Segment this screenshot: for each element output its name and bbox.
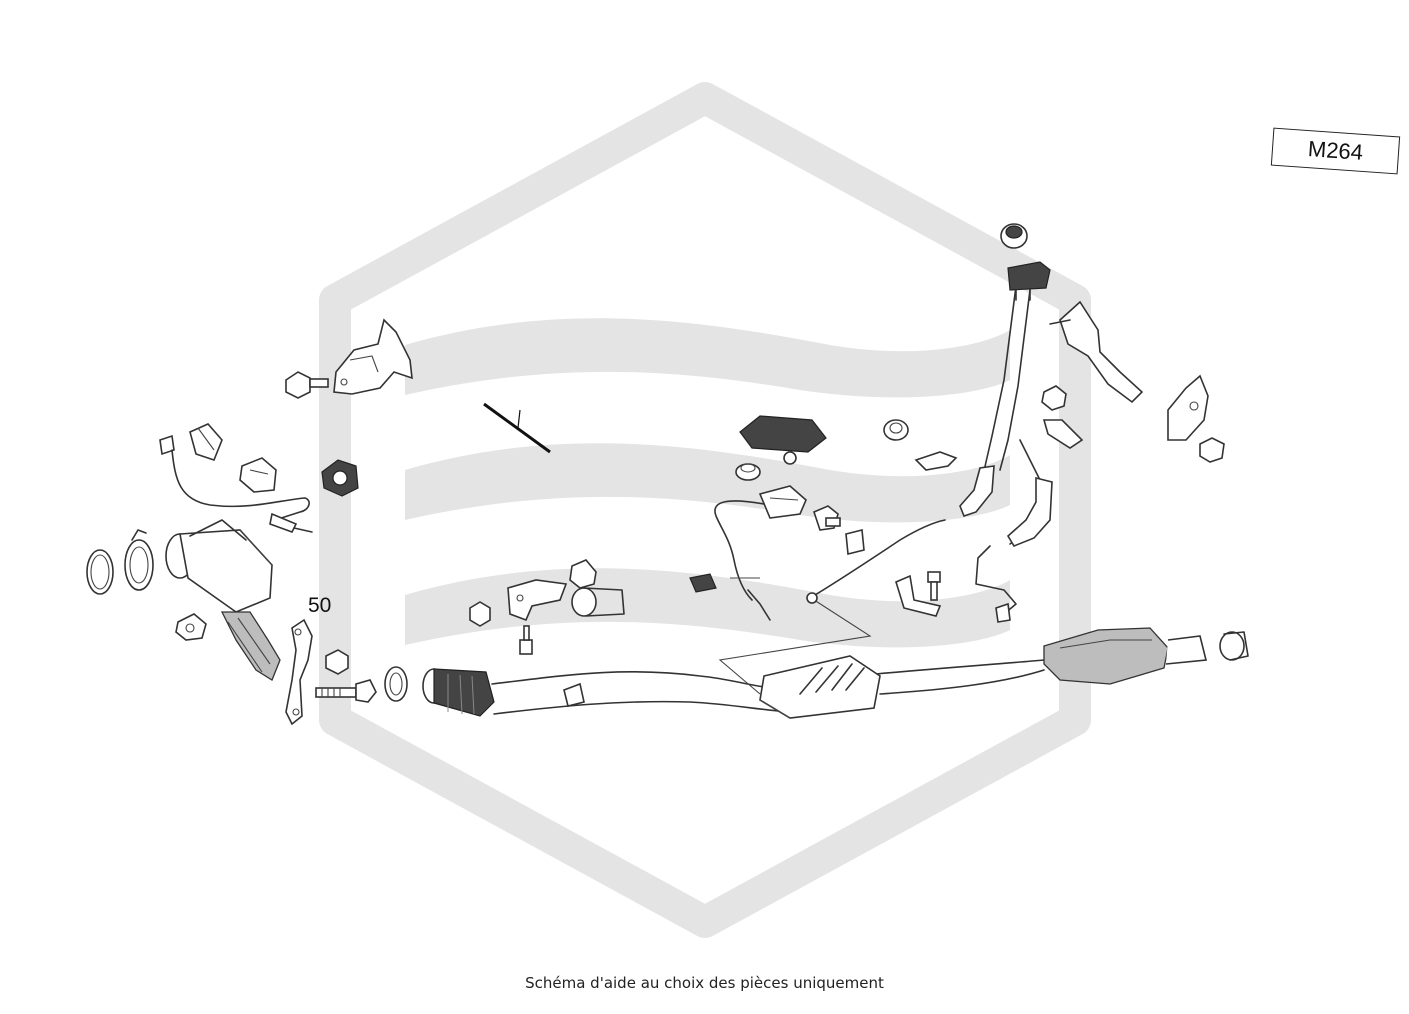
oxygen-sensor-part[interactable] — [159, 434, 313, 533]
main-exhaust-pipe-part[interactable] — [491, 659, 1045, 715]
angle-bracket-part[interactable] — [507, 579, 568, 622]
sensor-boss-part[interactable] — [571, 587, 625, 617]
sensor-grommet-part[interactable] — [1000, 223, 1028, 249]
hex-nut-part[interactable] — [1041, 385, 1067, 411]
nut-part[interactable] — [175, 613, 207, 641]
pressure-line-part[interactable] — [975, 439, 1053, 615]
center-catalytic-converter-part[interactable] — [759, 655, 881, 719]
pipe-connector-part[interactable] — [995, 602, 1011, 623]
nox-control-unit-part[interactable] — [739, 415, 827, 465]
part-callout-number[interactable]: 50 — [308, 594, 332, 617]
v-band-clamp-part[interactable] — [124, 529, 154, 591]
heat-shield-bracket-part[interactable] — [285, 618, 313, 726]
washer-plate-part[interactable] — [1042, 419, 1084, 449]
rear-bolt-part[interactable] — [1199, 437, 1225, 463]
sensor-adapter-part[interactable] — [569, 559, 597, 589]
hexagon-logo-watermark-icon — [319, 82, 1091, 938]
screw-part[interactable] — [519, 625, 533, 655]
nox-sensor-module-part[interactable] — [758, 485, 807, 519]
plug-connector-part[interactable] — [689, 573, 717, 593]
flexible-pipe-part[interactable] — [422, 668, 495, 717]
small-nut-part[interactable] — [469, 601, 491, 627]
pressure-sensor-part[interactable] — [1007, 261, 1051, 301]
nox-sensor-cable-part[interactable] — [714, 500, 771, 621]
pipe-hanger-part[interactable] — [563, 682, 585, 707]
pipe-gasket-part[interactable] — [384, 666, 408, 702]
stud-bolt-part[interactable] — [315, 679, 377, 703]
reference-line-part — [483, 402, 551, 454]
tailpipe-clamp-part[interactable] — [1219, 631, 1249, 661]
hex-bolt-part[interactable] — [285, 371, 329, 399]
rubber-mount-part[interactable] — [321, 459, 359, 497]
sensor-connector-part[interactable] — [189, 423, 223, 461]
sensor-mounting-bracket-part[interactable] — [1049, 300, 1144, 404]
clip-fastener-part[interactable] — [845, 528, 865, 556]
mounting-bracket-part[interactable] — [333, 318, 413, 395]
gasket-ring-part[interactable] — [86, 549, 114, 595]
diagram-caption: Schéma d'aide au choix des pièces unique… — [525, 974, 884, 992]
rear-silencer-part[interactable] — [1043, 627, 1208, 685]
rear-bracket-part[interactable] — [1167, 374, 1209, 441]
pressure-hose-part[interactable] — [959, 285, 1031, 517]
temperature-sensor-line-part[interactable] — [718, 519, 946, 695]
front-catalytic-converter-part[interactable] — [165, 519, 281, 681]
flange-nut-part[interactable] — [325, 649, 349, 675]
bolt-washer-part[interactable] — [813, 505, 841, 531]
bolt-part[interactable] — [927, 571, 941, 601]
sensor-bracket-part[interactable] — [895, 574, 942, 617]
connector-holder-part[interactable] — [239, 457, 277, 493]
grommet-part[interactable] — [883, 419, 909, 441]
cable-clip-part[interactable] — [914, 451, 958, 471]
mounting-grommet-part[interactable] — [735, 463, 761, 481]
